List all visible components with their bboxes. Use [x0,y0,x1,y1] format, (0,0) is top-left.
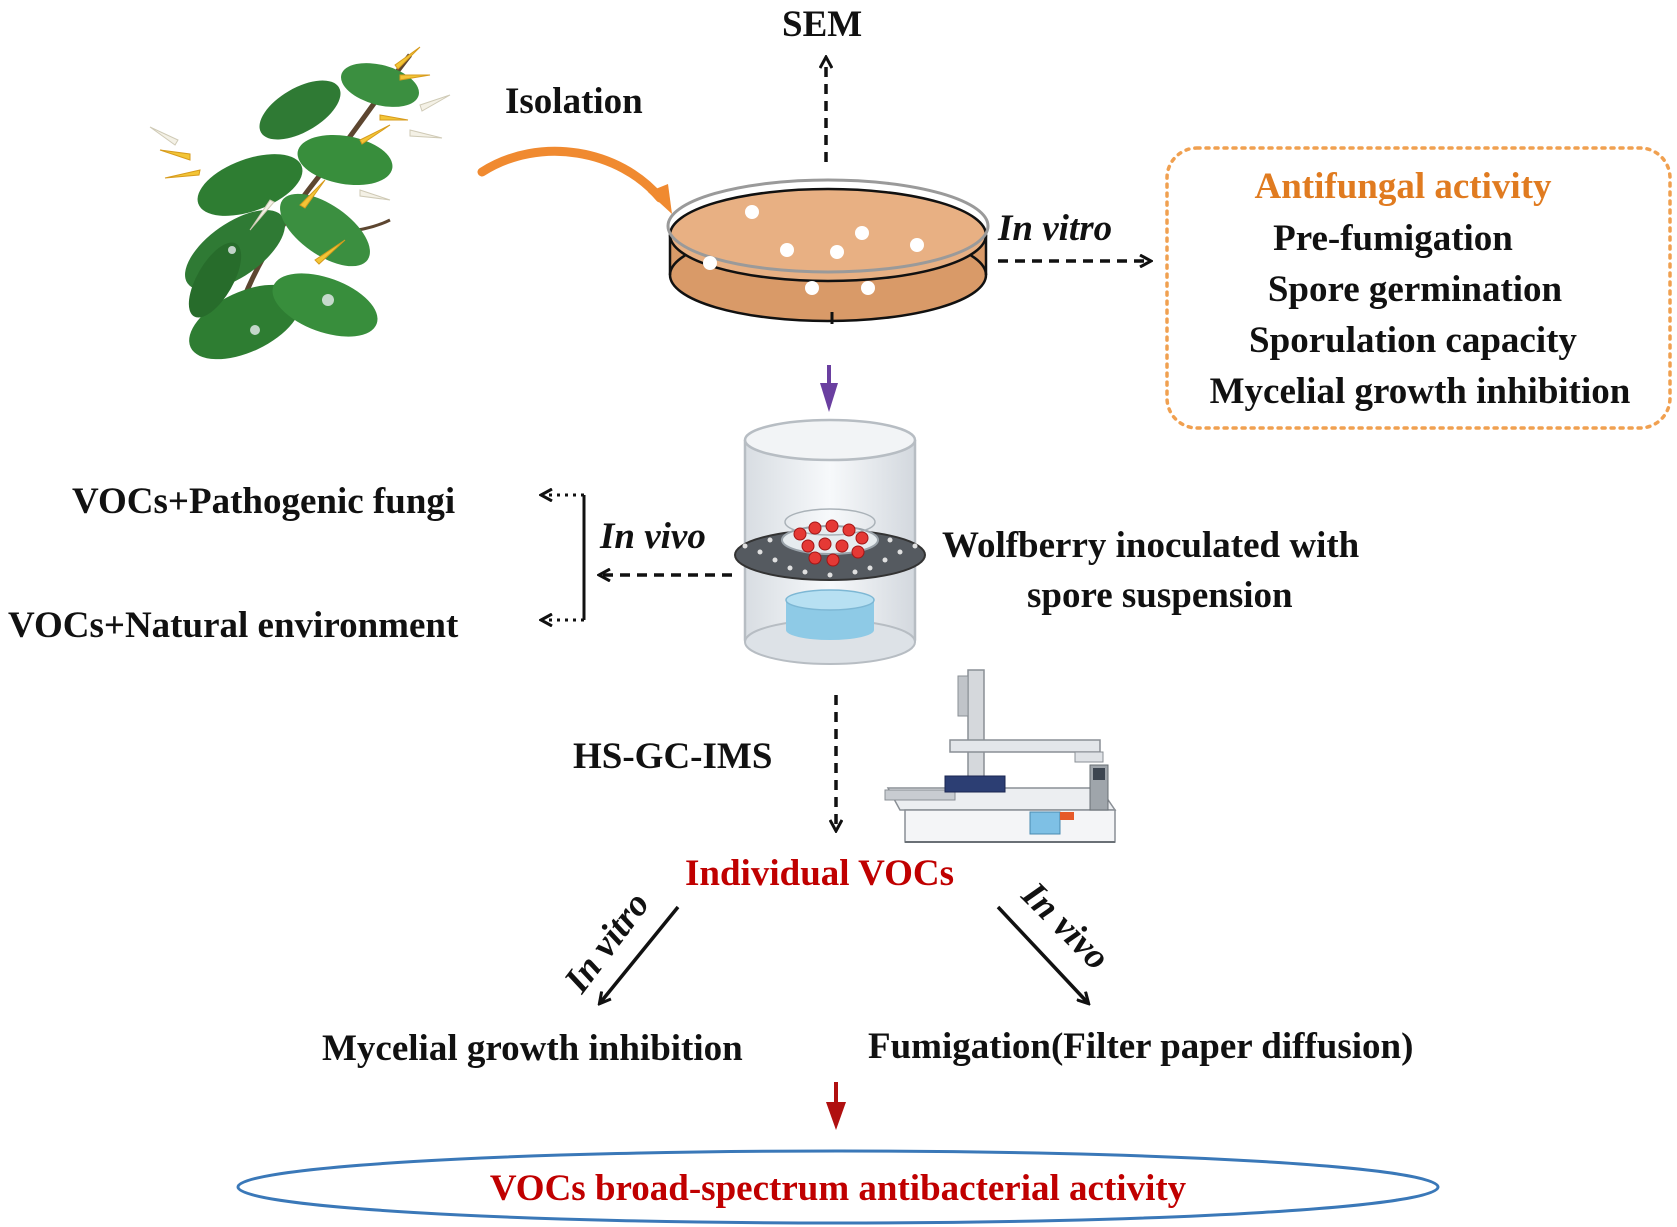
in-vivo-bottom-label: In vivo [1013,874,1118,979]
individual-vocs-label: Individual VOCs [685,853,954,894]
sem-label: SEM [782,4,862,45]
bracket [542,495,586,620]
wolfberry-label-line1: Wolfberry inoculated with [942,525,1360,566]
beaker-chamber [734,418,926,665]
white-flowers [149,94,451,231]
broad-spectrum-ellipse [236,1149,1440,1225]
leaf-4 [280,193,370,267]
in-vitro-bottom-arrow [600,905,680,1003]
fungal-colonies [703,205,924,295]
wolfberry-label-line2: spore suspension [1027,575,1293,616]
in-vivo-mid-label: In vivo [599,516,706,557]
in-vitro-top-label: In vitro [997,208,1112,249]
antifungal-title: Antifungal activity [1254,166,1552,207]
in-vitro-bottom-label: In vitro [556,885,658,1002]
flower-cluster [159,46,431,265]
antifungal-item-3: Sporulation capacity [1249,320,1577,361]
isolation-arrow [477,146,672,214]
leaf-5 [197,154,303,216]
leaf-6 [297,134,393,186]
isolation-label: Isolation [505,81,643,122]
mycelial-growth-bottom-label: Mycelial growth inhibition [322,1028,743,1069]
antifungal-item-4: Mycelial growth inhibition [1210,371,1631,412]
plant-illustration [149,46,451,360]
antifungal-item-2: Spore germination [1268,269,1563,310]
broad-spectrum-label: VOCs broad-spectrum antibacterial activi… [490,1168,1187,1209]
hs-gc-ims-instrument [884,669,1117,843]
fumigation-label: Fumigation(Filter paper diffusion) [868,1026,1413,1067]
vocs-natural-label: VOCs+Natural environment [8,605,459,646]
in-vivo-bottom-arrow [996,905,1088,1003]
purple-down-arrow [820,365,838,412]
petri-dish [666,178,990,324]
leaf-7 [259,80,341,140]
wolfberry-fruits [793,519,869,567]
leaf-8 [341,63,419,107]
hs-gc-ims-label: HS-GC-IMS [573,736,772,777]
vocs-pathogenic-label: VOCs+Pathogenic fungi [72,481,455,522]
red-down-arrow [826,1082,846,1130]
antifungal-item-1: Pre-fumigation [1273,218,1513,259]
